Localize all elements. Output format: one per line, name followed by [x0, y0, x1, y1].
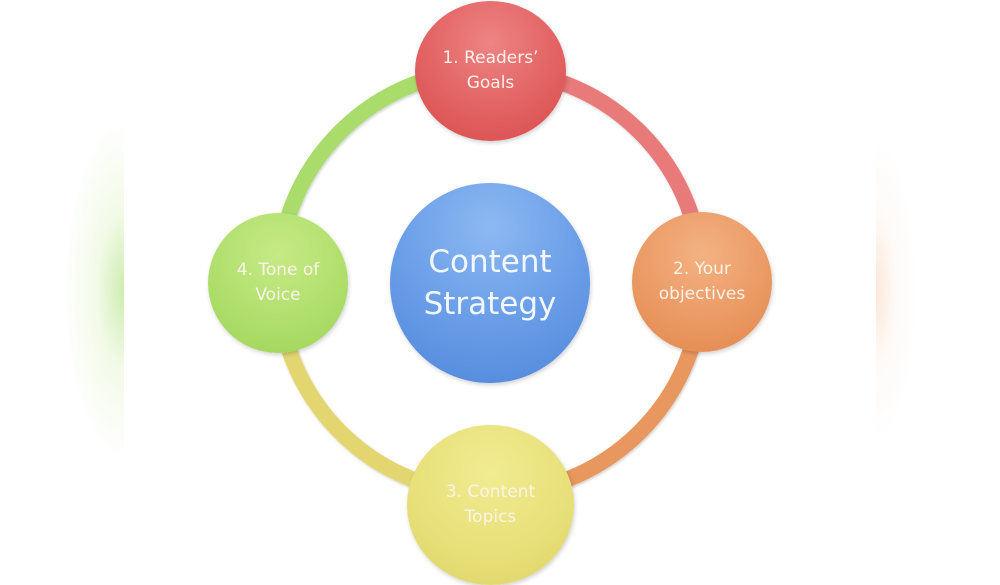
node-your-objectives: 2. Your objectives	[632, 212, 772, 352]
center-node-content-strategy: Content Strategy	[390, 183, 590, 383]
node-tone-of-voice: 4. Tone of Voice	[208, 213, 348, 353]
node-content-topics: 3. Content Topics	[407, 425, 574, 585]
node-label: 4. Tone of Voice	[236, 260, 320, 305]
node-readers-goals: 1. Readers’ Goals	[415, 1, 566, 141]
node-label: 2. Your objectives	[658, 259, 746, 304]
center-node-label: Content Strategy	[423, 244, 557, 322]
node-label: 1. Readers’ Goals	[442, 48, 539, 93]
node-label: 3. Content Topics	[445, 482, 536, 527]
